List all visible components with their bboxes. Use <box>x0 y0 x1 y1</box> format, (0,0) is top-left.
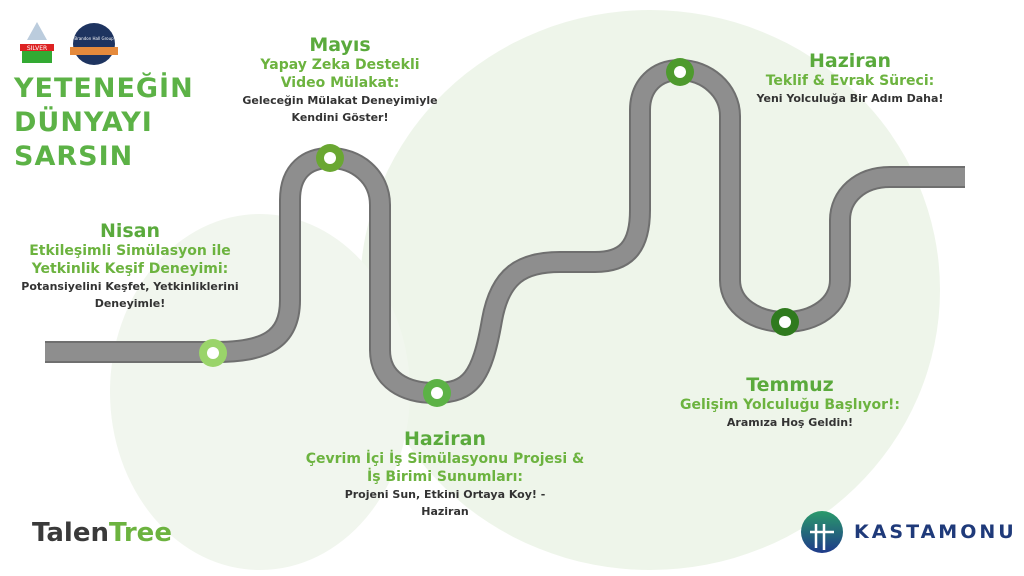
milestone-haziran-teklif: Haziran Teklif & Evrak Süreci: Yeni Yolc… <box>730 50 970 107</box>
milestone-marker <box>423 379 451 407</box>
milestone-subtext: Haziran <box>421 505 469 518</box>
globe-icon <box>801 511 843 553</box>
milestone-heading: Teklif & Evrak Süreci: <box>765 73 935 89</box>
milestone-subtext: Aramıza Hoş Geldin! <box>726 416 854 429</box>
milestone-mayis: Mayıs Yapay Zeka Destekli Video Mülakat:… <box>220 34 460 126</box>
milestone-subtext: Deneyimle! <box>94 297 166 310</box>
milestone-nisan: Nisan Etkileşimli Simülasyon ile Yetkinl… <box>10 220 250 312</box>
milestone-subtext: Yeni Yolculuğa Bir Adım Daha! <box>756 92 944 105</box>
leaf-shape <box>110 214 410 570</box>
milestone-temmuz: Temmuz Gelişim Yolculuğu Başlıyor!: Aram… <box>660 374 920 431</box>
milestone-heading: Yapay Zeka Destekli <box>260 57 420 73</box>
milestone-heading: Gelişim Yolculuğu Başlıyor!: <box>679 397 901 413</box>
milestone-month: Mayıs <box>309 34 371 56</box>
talentree-logo: TalenTree <box>32 518 172 548</box>
milestone-month: Haziran <box>808 50 891 72</box>
headline-line: DÜNYAYI <box>14 107 153 138</box>
milestone-month: Nisan <box>99 220 161 242</box>
milestone-subtext: Projeni Sun, Etkini Ortaya Koy! - <box>344 488 546 501</box>
leaf-shape <box>360 10 940 570</box>
milestone-haziran-simulasyon: Haziran Çevrim İçi İş Simülasyonu Projes… <box>280 428 610 520</box>
brandon-hall-badge: Brandon Hall Group <box>70 22 120 72</box>
milestone-marker <box>199 339 227 367</box>
milestone-heading: Yetkinlik Keşif Deneyimi: <box>31 261 229 277</box>
milestone-heading: Etkileşimli Simülasyon ile <box>29 243 231 259</box>
headline-line: SARSIN <box>14 141 134 172</box>
milestone-marker <box>316 144 344 172</box>
company-name: KASTAMONU <box>854 521 1017 543</box>
svg-text:Brandon Hall Group: Brandon Hall Group <box>74 36 114 41</box>
milestone-subtext: Kendini Göster! <box>291 111 389 124</box>
milestone-marker <box>666 58 694 86</box>
headline: YETENEĞİN DÜNYAYI SARSIN <box>14 72 194 174</box>
milestone-heading: İş Birimi Sunumları: <box>367 469 523 485</box>
milestone-month: Haziran <box>403 428 486 450</box>
headline-line: YETENEĞİN <box>14 73 194 104</box>
milestone-month: Temmuz <box>746 374 834 396</box>
milestone-subtext: Geleceğin Mülakat Deneyimiyle <box>242 94 438 107</box>
milestone-heading: Video Mülakat: <box>280 75 400 91</box>
silver-award-badge: SILVER <box>14 20 60 72</box>
svg-text:SILVER: SILVER <box>27 45 47 52</box>
milestone-heading: Çevrim İçi İş Simülasyonu Projesi & <box>305 451 585 467</box>
milestone-marker <box>771 308 799 336</box>
milestone-subtext: Potansiyelini Keşfet, Yetkinliklerini <box>21 280 239 293</box>
kastamonu-logo: KASTAMONU <box>800 510 1017 554</box>
